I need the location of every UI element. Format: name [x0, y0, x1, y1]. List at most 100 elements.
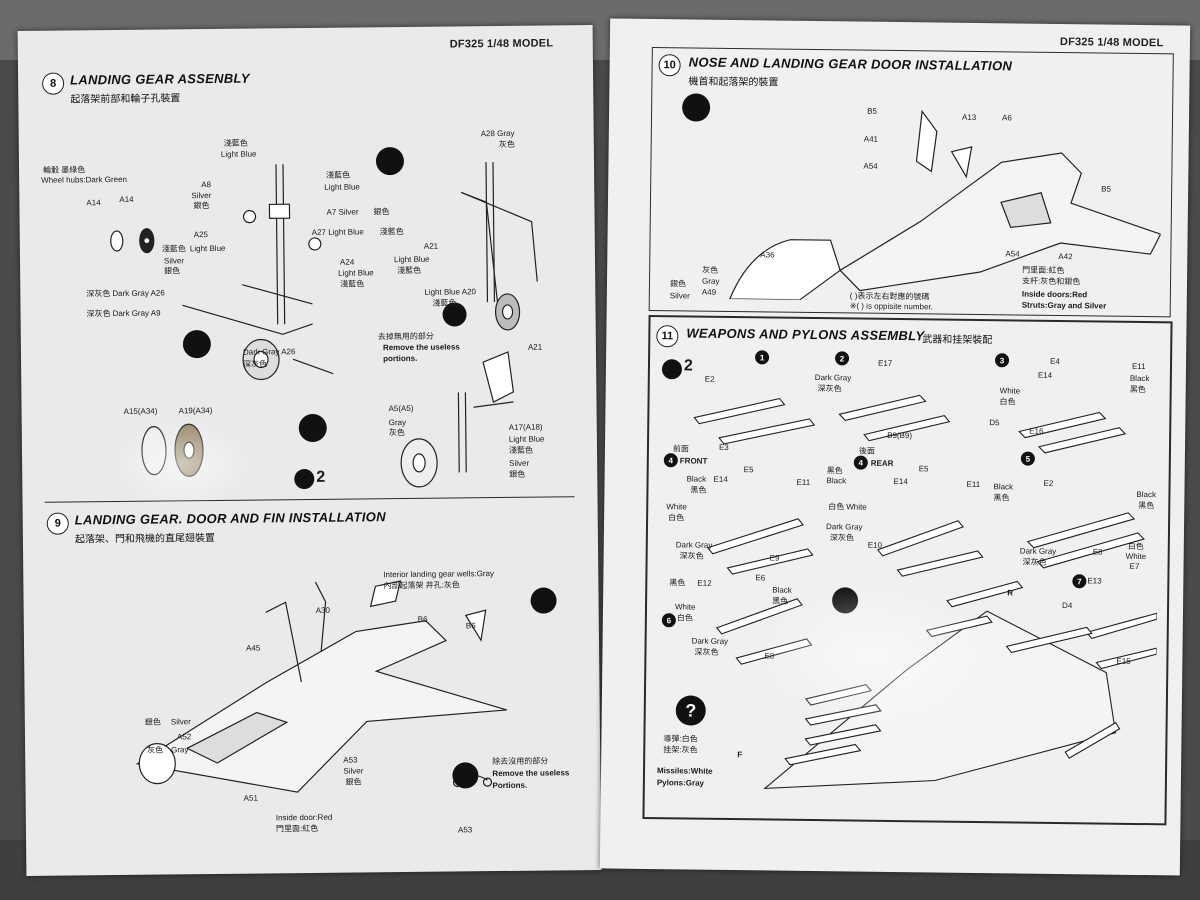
- part-label: A25: [193, 230, 209, 240]
- part-label: A51: [243, 793, 258, 803]
- label: Remove the useless: [492, 768, 570, 779]
- label: Light Blue: [220, 149, 257, 159]
- label: 深灰色: [86, 309, 111, 319]
- label: White: [1125, 551, 1147, 562]
- part-label: A14: [119, 194, 134, 204]
- step-number: 9: [46, 512, 69, 535]
- label: 深灰色: [694, 647, 719, 657]
- label: 白色: [668, 513, 685, 523]
- label: 淺藍色: [379, 227, 404, 237]
- label: Light Blue: [324, 182, 360, 192]
- part-label: A27 Light Blue: [311, 227, 364, 237]
- substep-number: 4: [663, 453, 678, 468]
- cutter-icon: [452, 762, 479, 789]
- label: Dark Gray: [675, 540, 713, 550]
- part-label: A5(A5): [388, 403, 414, 414]
- label: Black: [993, 482, 1014, 492]
- label: Black: [826, 476, 847, 486]
- label: Inside door:Red: [275, 812, 333, 823]
- label: REAR: [870, 458, 894, 468]
- part-label: A53: [343, 755, 358, 765]
- step-title: LANDING GEAR ASSENBLY: [70, 70, 250, 88]
- label: 白色: [828, 502, 845, 512]
- label: Gray: [171, 745, 189, 755]
- label: 黑色: [826, 466, 843, 476]
- label: White: [666, 502, 687, 512]
- part-label: Light Blue A20: [424, 287, 477, 297]
- part-label: E4: [1050, 356, 1060, 367]
- part-label: A7 Silver: [326, 207, 359, 217]
- repeat-count: 2: [316, 468, 326, 486]
- label: Silver: [191, 191, 212, 201]
- label: 灰色: [147, 745, 164, 755]
- label: 前面: [672, 444, 690, 454]
- label: Pylons:Gray: [656, 778, 705, 788]
- label: Black: [1136, 489, 1157, 500]
- label: 淺藍色: [326, 170, 351, 180]
- label: Dark Gray: [691, 636, 729, 646]
- label: Struts:Gray and Silver: [1021, 300, 1107, 311]
- label: White: [674, 602, 696, 612]
- part-label: E5: [918, 464, 929, 474]
- page-header: DF325 1/48 MODEL: [449, 37, 554, 51]
- part-label: E12: [697, 578, 712, 588]
- part-label: E2: [704, 374, 715, 384]
- label: 深灰色: [243, 359, 268, 369]
- part-label: R: [1007, 588, 1014, 598]
- part-label: A19(A34): [178, 406, 213, 416]
- part-label: A6: [1001, 113, 1012, 123]
- label: Gray: [388, 417, 407, 428]
- label: 黑色: [993, 493, 1010, 503]
- label: 深灰色: [86, 289, 111, 299]
- step-title: LANDING GEAR. DOOR AND FIN INSTALLATION: [74, 509, 386, 528]
- label: Silver: [170, 717, 191, 727]
- label: 灰色: [702, 265, 719, 275]
- part-label: A15(A34): [123, 406, 158, 416]
- label: 銀色: [509, 469, 526, 479]
- page-header: DF325 1/48 MODEL: [1059, 35, 1164, 50]
- part-label: E14: [1037, 370, 1053, 380]
- part-label: E8: [1092, 547, 1103, 557]
- part-label: A54: [1005, 249, 1020, 259]
- label: 白色: [999, 397, 1016, 407]
- part-label: A28 Gray: [480, 128, 515, 139]
- label: 白色: [676, 613, 693, 623]
- step-number: 10: [658, 54, 681, 77]
- label: ※( ) is oppisite number.: [849, 301, 933, 312]
- label: 黑色: [669, 578, 686, 588]
- label: 輪轂 墨綠色: [43, 165, 86, 175]
- label: Inside doors:Red: [1021, 289, 1088, 300]
- remove-icon: [182, 330, 212, 359]
- part-label: E9: [769, 553, 780, 563]
- part-label: D5: [989, 418, 1000, 428]
- label: 銀色: [164, 266, 181, 276]
- part-label: A13: [961, 112, 977, 122]
- step-9-panel: 9 LANDING GEAR. DOOR AND FIN INSTALLATIO…: [45, 499, 579, 850]
- part-label: A17(A18): [508, 422, 543, 432]
- label: 黑色: [690, 485, 707, 495]
- label: 深灰色: [829, 533, 854, 543]
- glue-icon: [375, 146, 405, 176]
- part-label: E14: [893, 476, 908, 487]
- label: 淺藍色: [432, 298, 457, 308]
- label: 銀色: [669, 279, 687, 289]
- step-number: 8: [42, 72, 65, 95]
- label: 後面: [858, 446, 876, 456]
- repeat-icon: [661, 359, 683, 380]
- part-label: A24: [339, 257, 355, 267]
- part-label: B6: [417, 614, 428, 624]
- label: portions.: [382, 353, 418, 364]
- part-label: E16: [1029, 426, 1044, 436]
- label: Light Blue: [393, 254, 430, 265]
- part-label: A21: [423, 241, 439, 251]
- label: 深灰色: [817, 384, 842, 394]
- part-label: E5: [743, 465, 754, 475]
- step-10-panel: 10 NOSE AND LANDING GEAR DOOR INSTALLATI…: [648, 46, 1174, 318]
- part-label: Dark Gray A26: [112, 288, 165, 299]
- label: Dark Gray: [825, 522, 863, 532]
- part-label: A41: [863, 134, 879, 144]
- label: 去掉無用的部分: [377, 331, 434, 342]
- label: Black: [1129, 373, 1150, 384]
- label: Wheel hubs:Dark Green: [41, 174, 128, 185]
- label: 淺藍色: [161, 244, 186, 254]
